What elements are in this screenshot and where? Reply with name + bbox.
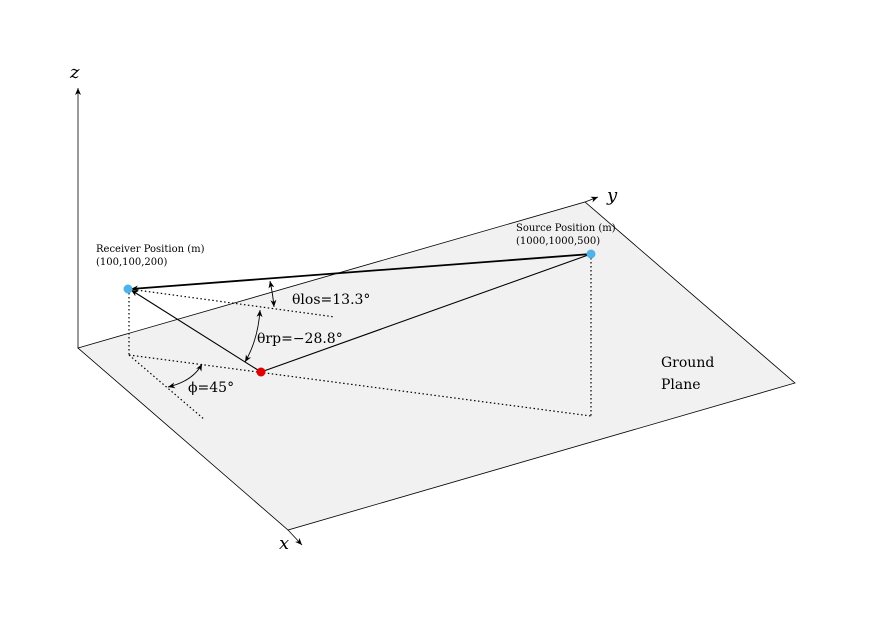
receiver-coords: (100,100,200) [96, 257, 168, 268]
reflection-point-marker [256, 367, 266, 377]
projection-lines [128, 254, 592, 421]
ground-plane-label-2: Plane [661, 377, 701, 393]
phi-angle-arc [167, 363, 203, 389]
source-coords: (1000,1000,500) [516, 236, 600, 247]
source-title: Source Position (m) [516, 223, 616, 234]
reflected-ray-outgoing [130, 289, 262, 373]
los-angle-label: θlos=13.3° [292, 292, 370, 308]
y-axis-label: y [606, 185, 618, 206]
ground-plane [77, 201, 796, 531]
line-of-sight-ray [130, 253, 592, 292]
receiver-title: Receiver Position (m) [96, 244, 205, 255]
receiver-marker [123, 284, 133, 294]
phi-angle-label: ϕ=45° [188, 380, 234, 396]
z-axis-label: z [69, 62, 80, 83]
x-axis-label: x [279, 533, 289, 554]
source-marker [586, 249, 596, 259]
y-axis [584, 196, 599, 203]
rp-angle-arc [244, 309, 263, 363]
los-angle-arc [268, 280, 277, 308]
reflected-ray-incoming [260, 253, 592, 373]
x-axis [287, 529, 303, 546]
ground-plane-label-1: Ground [661, 355, 714, 371]
rp-angle-label: θrp=−28.8° [257, 331, 343, 347]
